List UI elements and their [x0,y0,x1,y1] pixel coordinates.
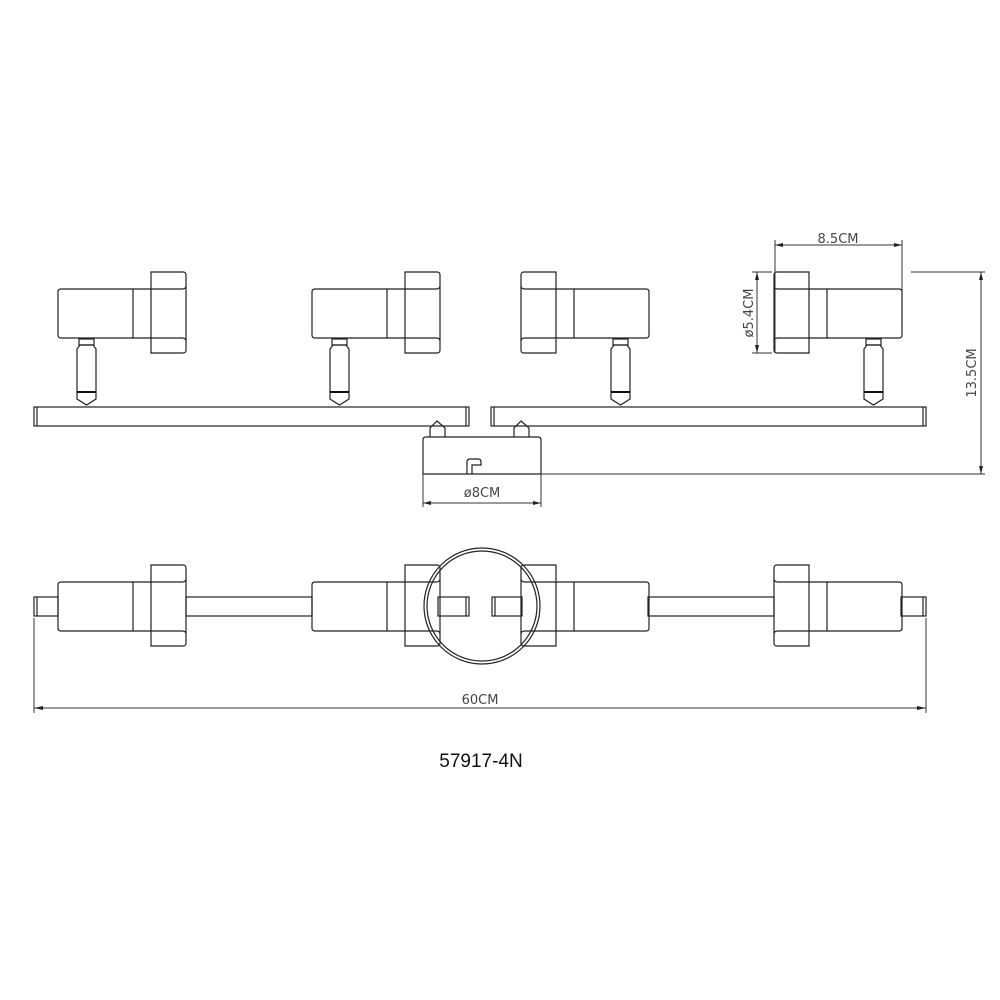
left-bar [33,406,470,427]
dimension-label: 60CM [462,693,499,708]
dimension-label: ø8CM [464,486,501,501]
top-view [33,547,927,665]
dimension-label: 8.5CM [818,232,859,247]
spotlight-3 [520,271,650,406]
dimension-label: ø5.4CM [742,289,757,338]
side-view [33,271,927,475]
model-number: 57917-4N [439,751,522,772]
dimension-total-length: 60CM [33,618,927,713]
dimension-head-diameter: ø5.4CM [742,271,772,354]
dimension-head-length: 8.5CM [774,232,903,353]
spotlight-1 [58,272,186,406]
spotlight-4-top [773,564,903,647]
right-bar [490,406,927,427]
dimension-base-diameter: ø8CM [422,474,542,507]
spotlight-1-top [58,565,186,646]
dimension-total-height: 13.5CM [541,271,985,475]
dimension-label: 13.5CM [965,348,980,397]
spotlight-2-top [312,565,440,646]
ceiling-base [422,420,542,475]
spotlight-2 [312,272,440,406]
spotlight-4 [773,271,903,406]
